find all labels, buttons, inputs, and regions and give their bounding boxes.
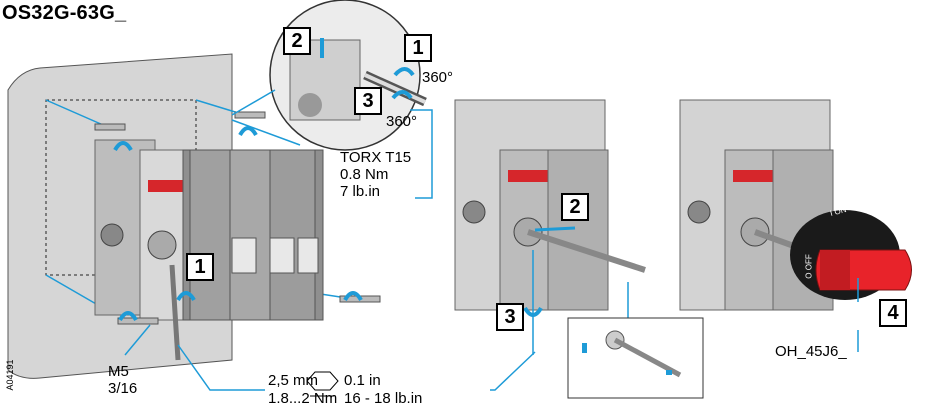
step-1-badge-handle: 1 [186, 253, 214, 281]
step-3-badge-shaft: 3 [496, 303, 524, 331]
torque-nm: 1.8...2 Nm [268, 390, 338, 407]
torx-label: TORX T15 [340, 149, 412, 166]
step-4-badge-handle: 4 [879, 299, 907, 327]
switch-middle [454, 99, 646, 355]
dim-leader-right [490, 351, 536, 391]
hex-size-mm: 2,5 mm [268, 372, 319, 389]
screw-size-metric: M5 [108, 363, 129, 380]
step-3-badge-zoom: 3 [354, 87, 382, 115]
shaft-detail [567, 282, 704, 399]
step-2-badge-shaft: 2 [561, 193, 589, 221]
document-id: A04191 [5, 359, 15, 391]
zoom-leader-1 [231, 89, 276, 116]
switch-left [94, 139, 324, 321]
handle-code: OH_45J6_ [775, 343, 847, 360]
torx-leader [410, 109, 433, 199]
torque-lbin: 16 - 18 lb.in [344, 390, 423, 407]
step-1-badge-zoom: 1 [404, 34, 432, 62]
rotation-label-2: 360° [386, 113, 418, 130]
dim-leader-left [177, 344, 265, 391]
handle-off-marking: O OFF [804, 254, 814, 279]
hex-key-icon [306, 371, 339, 397]
shaft-left [169, 264, 181, 361]
screw-size-inch: 3/16 [108, 380, 138, 397]
zoom-leader-2 [231, 119, 301, 146]
rotation-label-1: 360° [422, 69, 454, 86]
torx-torque-nm: 0.8 Nm [340, 166, 389, 183]
step-2-badge-zoom: 2 [283, 27, 311, 55]
torx-torque-lbin: 7 lb.in [340, 183, 381, 200]
hex-size-in: 0.1 in [344, 372, 381, 389]
screw-leader [124, 324, 151, 356]
rotation-arrows-left [113, 126, 363, 322]
model-title: OS32G-63G_ [2, 2, 127, 24]
rotary-handle [790, 210, 912, 300]
